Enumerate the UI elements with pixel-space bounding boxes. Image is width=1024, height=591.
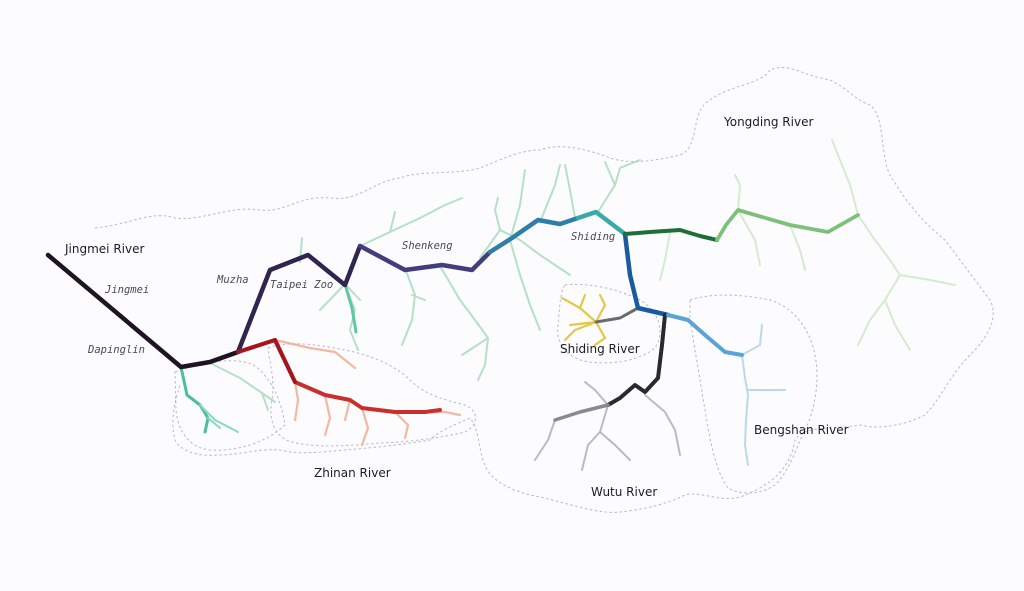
bengshan-river-line — [666, 313, 744, 357]
main-basin-outline — [94, 66, 994, 513]
junction-segment — [622, 231, 671, 318]
label-bengshan-river: Bengshan River — [754, 423, 849, 437]
main-stem-mid — [357, 243, 493, 273]
label-dapinglin: Dapinglin — [88, 344, 145, 356]
bengshan-basin-outline — [689, 294, 818, 494]
yongding-river-upper — [715, 208, 860, 242]
label-yongding-river: Yongding River — [724, 115, 814, 129]
label-shiding-river: Shiding River — [560, 342, 640, 356]
shiding-river-main — [594, 306, 640, 324]
tributaries-green — [209, 159, 641, 411]
dapinglin-basin-outline — [174, 360, 286, 451]
wutu-river-line — [606, 313, 667, 407]
zhinan-river-line — [236, 338, 442, 414]
label-shiding: Shiding — [571, 231, 616, 243]
tributaries-bengshan — [741, 324, 786, 466]
basin-outlines — [94, 66, 994, 513]
main-stem-east — [487, 215, 581, 255]
tributaries-wutu — [534, 381, 681, 471]
shiding-basin-outline — [557, 283, 661, 364]
tributaries-zhinan — [273, 338, 462, 447]
label-wutu-river: Wutu River — [591, 485, 658, 499]
shiding-river-branches — [560, 293, 607, 347]
jingmei-river-line — [45, 252, 241, 370]
label-shenkeng: Shenkeng — [402, 240, 453, 252]
yongding-river-lower — [623, 228, 719, 242]
muzha-segment — [235, 243, 363, 355]
zhinan-basin-outline — [267, 343, 476, 447]
tributaries-yongding — [659, 139, 956, 351]
label-jingmei: Jingmei — [105, 284, 150, 296]
main-river — [45, 209, 671, 370]
label-muzha: Muzha — [217, 274, 249, 286]
label-taipei-zoo: Taipei Zoo — [270, 279, 334, 291]
label-jingmei-river: Jingmei River — [65, 242, 145, 256]
dapinglin-stream — [179, 365, 210, 434]
shiding-segment — [575, 209, 628, 237]
label-zhinan-river: Zhinan River — [314, 466, 391, 480]
dapinglin-branch — [199, 404, 239, 433]
